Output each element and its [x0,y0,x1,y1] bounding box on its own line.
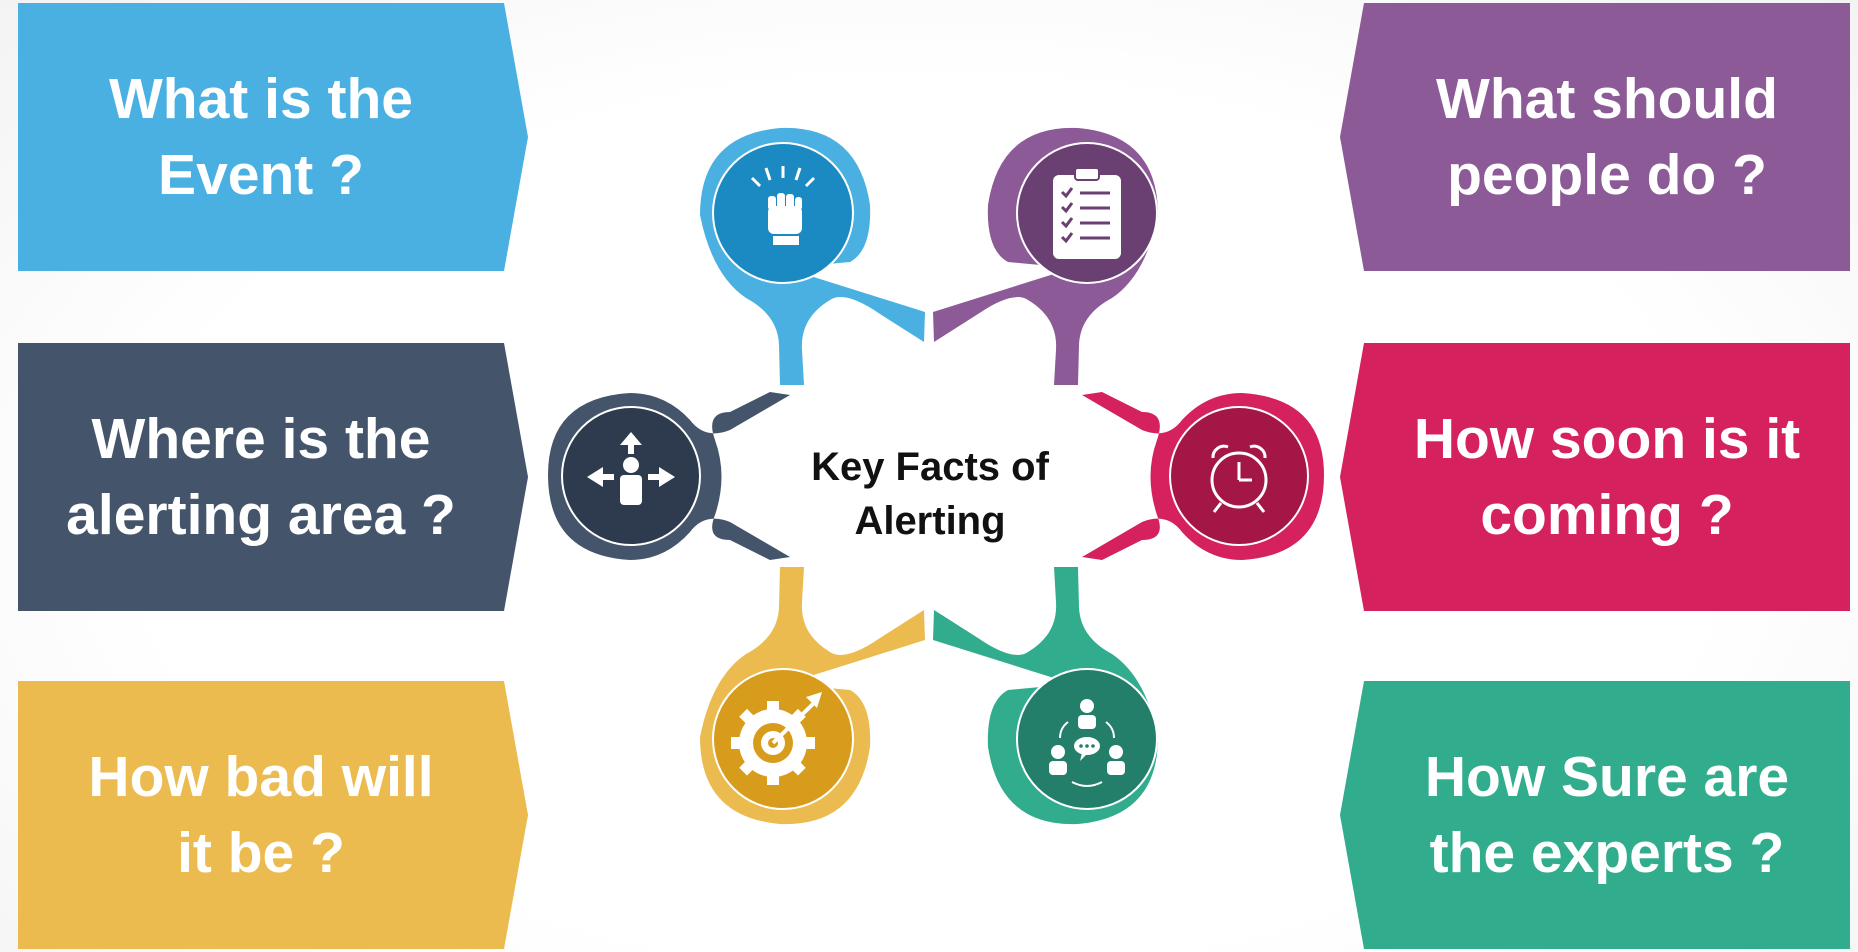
card-timing-line2: coming ? [1480,483,1734,547]
card-timing: How soon is it coming ? [1340,343,1850,611]
petal-timing [1082,392,1324,560]
card-area: Where is the alerting area ? [18,343,528,611]
card-area-line1: Where is the [91,406,431,471]
card-certainty-line1: How Sure are [1424,744,1790,809]
card-certainty: How Sure are the experts ? [1340,681,1850,949]
petal-event [700,127,925,385]
card-severity-text: How bad will it be ? [88,739,433,892]
card-timing-text: How soon is it coming ? [1414,401,1800,554]
card-event-line2: Event ? [158,143,364,207]
center-title-line2: Alerting [854,499,1006,543]
card-severity-line2: it be ? [177,821,345,885]
card-timing-line1: How soon is it [1413,406,1801,471]
card-area-text: Where is the alerting area ? [66,401,456,554]
alarm-clock-icon [1210,444,1268,513]
gear-target-icon [731,692,822,785]
card-event: What is the Event ? [18,3,528,271]
petal-certainty [933,567,1158,825]
card-event-text: What is the Event ? [109,61,413,214]
card-event-line1: What is the [108,66,413,131]
card-action-text: What should people do ? [1436,61,1778,214]
petal-action [933,127,1158,385]
directions-icon [587,432,675,505]
card-area-line2: alerting area ? [66,483,456,547]
center-title-line1: Key Facts of [811,445,1049,489]
center-title: Key Facts of Alerting [780,440,1080,548]
raised-fist-icon [750,166,816,245]
card-certainty-line2: the experts ? [1429,821,1785,885]
card-certainty-text: How Sure are the experts ? [1425,739,1789,892]
checklist-clipboard-icon [1053,167,1121,259]
card-severity-line1: How bad will [88,744,434,809]
card-action: What should people do ? [1340,3,1850,271]
card-action-line1: What should [1436,66,1778,131]
card-action-line2: people do ? [1447,143,1767,207]
team-meeting-icon [1049,699,1125,787]
card-severity: How bad will it be ? [18,681,528,949]
